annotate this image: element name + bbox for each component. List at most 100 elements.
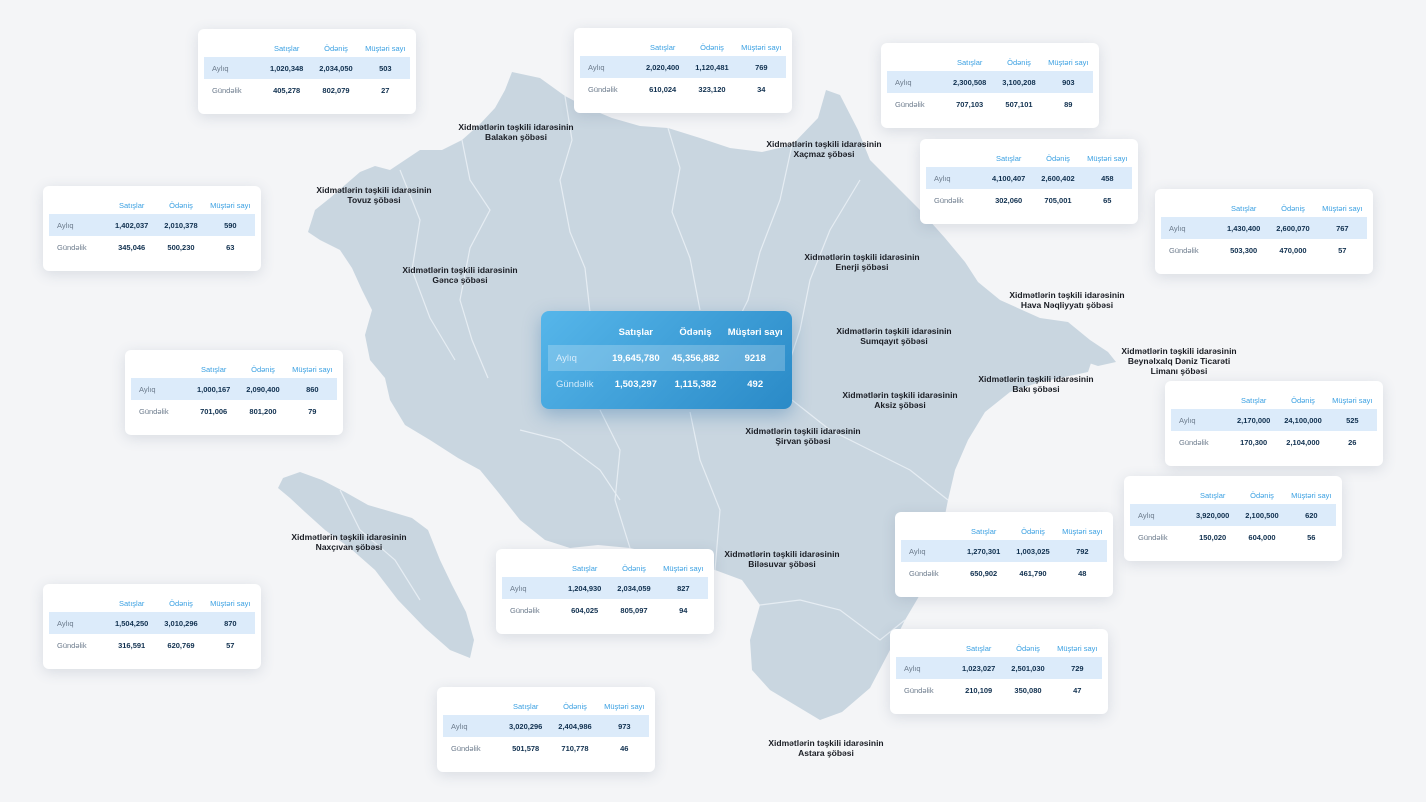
monthly-payment: 2,090,400 — [246, 384, 280, 394]
monthly-customers: 903 — [1062, 77, 1075, 87]
daily-row: Gündəlik 170,300 2,104,000 26 — [1171, 431, 1377, 453]
monthly-payment: 2,404,986 — [558, 721, 592, 731]
card-header: Satışlar Ödəniş Müştəri sayı — [1161, 199, 1367, 217]
column-header-customers: Müştəri sayı — [365, 43, 406, 53]
row-label-monthly: Aylıq — [57, 220, 74, 230]
region-label-line2: Balakən şöbəsi — [485, 132, 547, 142]
card-header: Satışlar Ödəniş Müştəri sayı — [131, 360, 337, 378]
summary-daily-payment: 1,115,382 — [674, 378, 717, 390]
region-label-astara: Xidmətlərin təşkili idarəsinin Astara şö… — [768, 738, 883, 758]
summary-daily-row: Gündəlik 1,503,297 1,115,382 492 — [548, 371, 785, 397]
daily-sales: 316,591 — [118, 640, 146, 650]
monthly-sales: 1,020,348 — [269, 63, 304, 73]
daily-row: Gündəlik 210,109 350,080 47 — [896, 679, 1102, 701]
region-borders — [399, 95, 949, 641]
region-label-line2: Enerji şöbəsi — [835, 262, 889, 272]
monthly-customers: 769 — [755, 62, 768, 72]
monthly-sales: 2,020,400 — [645, 62, 680, 72]
region-label-enerji: Xidmətlərin təşkili idarəsinin Enerji şö… — [804, 252, 919, 272]
region-label-xacmaz: Xidmətlərin təşkili idarəsinin Xaçmaz şö… — [766, 139, 881, 159]
region-label-line2: Xaçmaz şöbəsi — [793, 149, 855, 159]
monthly-payment: 24,100,000 — [1284, 415, 1322, 425]
monthly-row: Aylıq 1,402,037 2,010,378 590 — [49, 214, 255, 236]
daily-sales: 405,278 — [273, 85, 301, 95]
column-header-sales: Satışlar — [956, 57, 983, 67]
row-label-monthly: Aylıq — [1179, 415, 1196, 425]
row-label-daily: Gündəlik — [1179, 437, 1209, 447]
column-header-customers: Müştəri sayı — [741, 42, 782, 52]
monthly-payment: 2,501,030 — [1011, 663, 1045, 673]
row-label-daily: Gündəlik — [451, 743, 481, 753]
region-label-hava-neqliyyati: Xidmətlərin təşkili idarəsinin Hava Nəql… — [1009, 290, 1124, 310]
daily-sales: 150,020 — [1199, 532, 1227, 542]
region-label-sirvan: Xidmətlərin təşkili idarəsinin Şirvan şö… — [745, 426, 860, 446]
monthly-customers: 792 — [1076, 546, 1089, 556]
stats-card-baki: Satışlar Ödəniş Müştəri sayı Aylıq 3,920… — [1124, 476, 1342, 561]
region-label-line1: Xidmətlərin təşkili idarəsinin — [842, 390, 958, 400]
row-label-daily: Gündəlik — [1138, 532, 1168, 542]
stats-card-gence: Satışlar Ödəniş Müştəri sayı Aylıq 1,000… — [125, 350, 343, 435]
daily-sales: 501,578 — [512, 743, 540, 753]
row-label-monthly: Aylıq — [904, 663, 921, 673]
row-label-monthly: Aylıq — [1169, 223, 1186, 233]
region-label-line1: Xidmətlərin təşkili idarəsinin — [768, 738, 884, 748]
monthly-row: Aylıq 4,100,407 2,600,402 458 — [926, 167, 1132, 189]
daily-customers: 48 — [1078, 568, 1087, 578]
column-header-customers: Müştəri sayı — [292, 364, 333, 374]
stats-card-balaken: Satışlar Ödəniş Müştəri sayı Aylıq 1,020… — [198, 29, 416, 114]
summary-row-label-daily: Gündəlik — [556, 378, 594, 390]
daily-payment: 705,001 — [1044, 195, 1072, 205]
daily-customers: 94 — [679, 605, 688, 615]
column-header-customers: Müştəri sayı — [1322, 203, 1363, 213]
column-header-customers: Müştəri sayı — [1062, 526, 1103, 536]
monthly-payment: 2,034,059 — [617, 583, 651, 593]
row-label-monthly: Aylıq — [451, 721, 468, 731]
summary-column-header-customers: Müştəri sayı — [727, 326, 783, 338]
daily-sales: 610,024 — [649, 84, 677, 94]
monthly-customers: 870 — [224, 618, 237, 628]
column-header-sales: Satışlar — [1240, 395, 1267, 405]
daily-payment: 470,000 — [1279, 245, 1307, 255]
column-header-sales: Satışlar — [1230, 203, 1257, 213]
card-header: Satışlar Ödəniş Müştəri sayı — [896, 639, 1102, 657]
region-label-bilesuvar: Xidmətlərin təşkili idarəsinin Biləsuvar… — [724, 549, 839, 569]
nakhchivan-territory — [278, 472, 474, 658]
monthly-sales: 2,170,000 — [1236, 415, 1271, 425]
region-label-naxcivan: Xidmətlərin təşkili idarəsinin Naxçıvan … — [291, 532, 406, 552]
daily-row: Gündəlik 501,578 710,778 46 — [443, 737, 649, 759]
summary-column-header-sales: Satışlar — [618, 326, 653, 338]
summary-daily-sales: 1,503,297 — [614, 378, 657, 390]
daily-customers: 26 — [1348, 437, 1357, 447]
daily-customers: 27 — [381, 85, 390, 95]
region-label-line3: Limanı şöbəsi — [1150, 366, 1208, 376]
daily-sales: 604,025 — [571, 605, 599, 615]
region-label-line1: Xidmətlərin təşkili idarəsinin — [402, 265, 518, 275]
monthly-row: Aylıq 1,270,301 1,003,025 792 — [901, 540, 1107, 562]
row-label-daily: Gündəlik — [909, 568, 939, 578]
daily-customers: 57 — [1338, 245, 1347, 255]
monthly-row: Aylıq 1,000,167 2,090,400 860 — [131, 378, 337, 400]
region-label-line1: Xidmətlərin təşkili idarəsinin — [291, 532, 407, 542]
region-label-line2: Bakı şöbəsi — [1012, 384, 1060, 394]
daily-customers: 63 — [226, 242, 235, 252]
column-header-sales: Satışlar — [512, 701, 539, 711]
daily-customers: 46 — [620, 743, 629, 753]
monthly-payment: 3,010,296 — [164, 618, 198, 628]
summary-monthly-sales: 19,645,780 — [612, 352, 660, 364]
region-label-gence: Xidmətlərin təşkili idarəsinin Gəncə şöb… — [402, 265, 517, 285]
card-header: Satışlar Ödəniş Müştəri sayı — [1171, 391, 1377, 409]
column-header-payment: Ödəniş — [251, 364, 275, 374]
daily-sales: 503,300 — [1230, 245, 1258, 255]
region-label-line1: Xidmətlərin təşkili idarəsinin — [745, 426, 861, 436]
row-label-monthly: Aylıq — [588, 62, 605, 72]
row-label-monthly: Aylıq — [212, 63, 229, 73]
column-header-payment: Ödəniş — [169, 598, 193, 608]
region-label-line1: Xidmətlərin təşkili idarəsinin — [1009, 290, 1125, 300]
monthly-payment: 2,010,378 — [164, 220, 198, 230]
monthly-payment: 2,034,050 — [319, 63, 353, 73]
monthly-row: Aylıq 3,920,000 2,100,500 620 — [1130, 504, 1336, 526]
monthly-sales: 1,270,301 — [966, 546, 1001, 556]
monthly-customers: 729 — [1071, 663, 1084, 673]
monthly-sales: 1,000,167 — [196, 384, 231, 394]
daily-sales: 170,300 — [1240, 437, 1268, 447]
